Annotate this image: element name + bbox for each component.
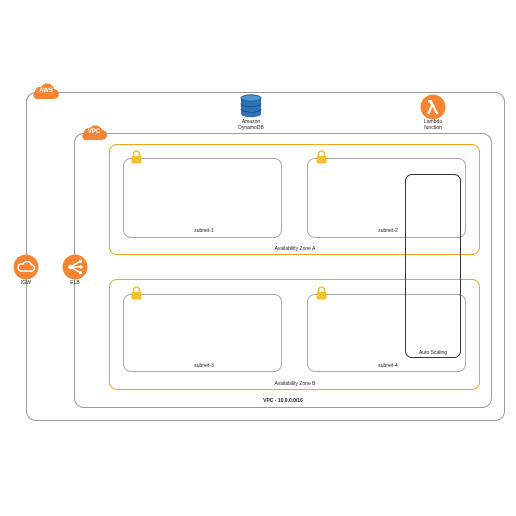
lock-icon — [316, 286, 327, 300]
subnet-2-box — [307, 158, 466, 238]
dynamodb-icon — [240, 94, 262, 118]
auto-scaling-group — [405, 174, 461, 358]
subnet-1-box — [123, 158, 282, 238]
aws-cloud-badge — [33, 83, 59, 99]
vpc-cloud-badge — [82, 125, 107, 140]
lambda-label-line2: function — [424, 125, 442, 131]
igw-label: IGW — [21, 280, 31, 286]
subnet-4-label: subnet-4 — [378, 363, 398, 369]
elb-label: ELB — [70, 280, 80, 286]
subnet-4-box — [307, 294, 466, 372]
subnet-2-label: subnet-2 — [378, 228, 398, 234]
auto-scaling-label: Auto Scaling — [418, 350, 448, 356]
availability-zone-b-label: Availability Zone B — [274, 381, 316, 387]
availability-zone-a — [109, 144, 480, 255]
vpc-label: VPC — [87, 129, 101, 135]
lock-icon — [316, 150, 327, 164]
lock-icon — [131, 286, 142, 300]
subnet-1-label: subnet-1 — [194, 228, 214, 234]
vpc-cidr-label: VPC - 10.0.0.0/16 — [263, 398, 303, 404]
subnet-3-label: subnet-3 — [194, 363, 214, 369]
cloud-icon — [13, 254, 39, 280]
lambda-icon — [420, 94, 446, 120]
dynamodb-label-line1: Amazon — [241, 119, 261, 125]
lambda-label-line1: Lambda — [423, 119, 443, 125]
availability-zone-a-label: Availability Zone A — [274, 246, 316, 252]
availability-zone-b — [109, 279, 480, 390]
aws-label: AWS — [39, 88, 53, 94]
subnet-3-box — [123, 294, 282, 372]
lock-icon — [131, 150, 142, 164]
dynamodb-label-line2: DynamoDB — [238, 125, 264, 131]
load-balancer-icon — [62, 254, 88, 280]
